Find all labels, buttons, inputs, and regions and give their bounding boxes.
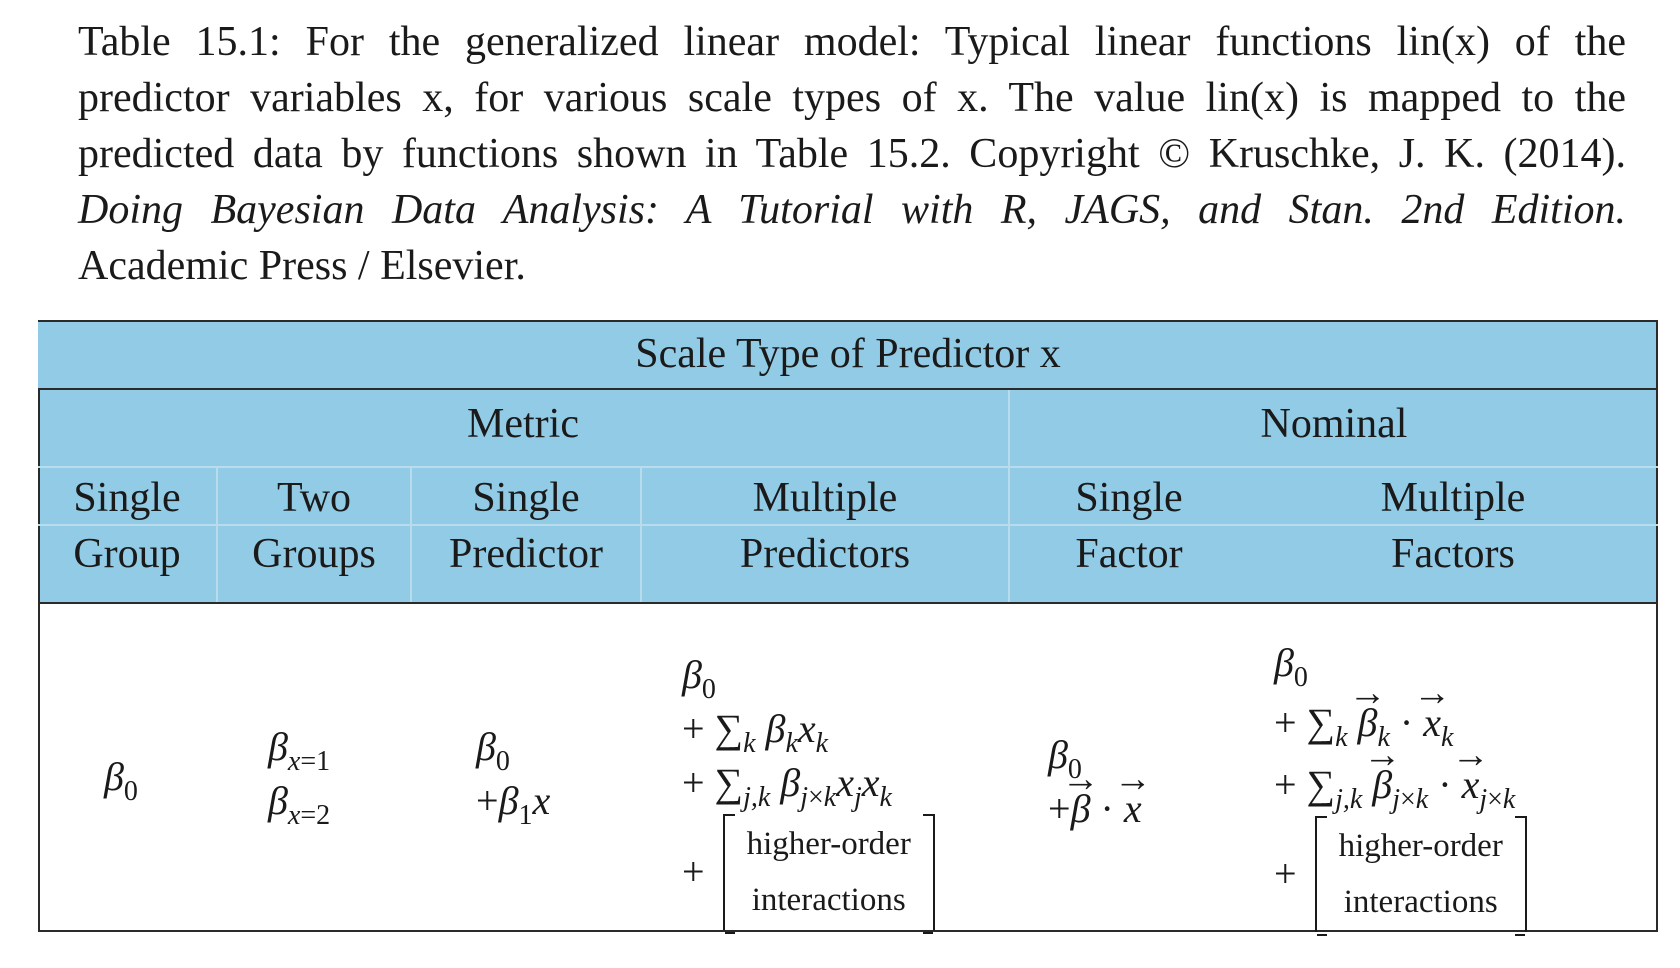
bottom-rule — [38, 930, 1658, 932]
caption-line-3: predicted data by functions shown in Tab… — [78, 131, 1626, 177]
col-single-factor-line2: Factor — [1075, 531, 1183, 577]
header-rule-2 — [38, 602, 1658, 604]
col-single-group: Single Group — [38, 470, 216, 582]
formula-multiple-factors: β0 + ∑k βk · xk + ∑j,k βj×k · xj×k +high… — [1274, 636, 1527, 936]
header-rule-1 — [38, 388, 1658, 390]
col-two-groups: Two Groups — [218, 470, 410, 582]
formula-two-groups: βx=1 βx=2 — [268, 724, 331, 831]
formula-single-predictor: β0 +β1x — [476, 724, 551, 831]
left-rule — [38, 388, 40, 932]
header-col-divider-2 — [410, 468, 412, 602]
group-nominal: Nominal — [1010, 396, 1658, 452]
linear-functions-table: Scale Type of Predictor x Metric Nominal… — [38, 320, 1658, 936]
table-caption: Table 15.1: For the generalized linear m… — [78, 14, 1626, 294]
header-faint-line-2 — [38, 524, 1658, 526]
col-single-group-line2: Group — [73, 531, 181, 577]
caption-line-5: Academic Press / Elsevier. — [78, 243, 526, 289]
interactions-label-nominal: interactions — [1343, 884, 1498, 920]
group-nominal-label: Nominal — [1260, 401, 1408, 447]
col-single-factor-line1: Single — [1075, 475, 1183, 521]
caption-line-2: predictor variables x, for various scale… — [78, 75, 1626, 121]
interactions-label-metric: interactions — [751, 882, 906, 918]
col-single-predictor-line1: Single — [472, 475, 580, 521]
caption-line-4: Doing Bayesian Data Analysis: A Tutorial… — [78, 187, 1626, 233]
header-col-divider-3 — [640, 468, 642, 602]
col-multiple-predictors-line1: Multiple — [752, 475, 898, 521]
header-scale-type-text: Scale Type of Predictor x — [635, 331, 1061, 377]
col-two-groups-line1: Two — [276, 475, 352, 521]
col-single-predictor: Single Predictor — [412, 470, 640, 582]
higher-order-bracket-nominal: higher-order interactions — [1314, 816, 1527, 936]
formula-multiple-predictors: β0 + ∑k βkxk + ∑j,k βj×kxjxk +higher-ord… — [682, 648, 935, 934]
header-scale-type: Scale Type of Predictor x — [38, 326, 1658, 382]
col-multiple-predictors: Multiple Predictors — [642, 470, 1008, 582]
right-rule — [1656, 320, 1658, 932]
higher-order-bracket-metric: higher-order interactions — [722, 814, 935, 934]
header-col-divider-4 — [1008, 390, 1010, 602]
higher-order-label-metric: higher-order — [746, 826, 911, 862]
col-single-factor: Single Factor — [1010, 470, 1248, 582]
group-metric: Metric — [38, 396, 1008, 452]
higher-order-label-nominal: higher-order — [1338, 828, 1503, 864]
col-multiple-factors: Multiple Factors — [1250, 470, 1656, 582]
col-multiple-factors-line1: Multiple — [1380, 475, 1526, 521]
formula-single-group: β0 — [104, 754, 138, 807]
group-metric-label: Metric — [467, 401, 579, 447]
top-rule — [38, 320, 1658, 322]
header-faint-line-1 — [38, 466, 1658, 468]
header-col-divider-1 — [216, 468, 218, 602]
col-multiple-predictors-line2: Predictors — [739, 531, 911, 577]
caption-line-1: Table 15.1: For the generalized linear m… — [78, 19, 1626, 65]
col-multiple-factors-line2: Factors — [1391, 531, 1515, 577]
col-single-group-line1: Single — [73, 475, 181, 521]
formula-single-factor: β0 +β · x — [1048, 728, 1142, 836]
col-single-predictor-line2: Predictor — [449, 531, 603, 577]
col-two-groups-line2: Groups — [252, 531, 376, 577]
header-background — [38, 320, 1658, 602]
